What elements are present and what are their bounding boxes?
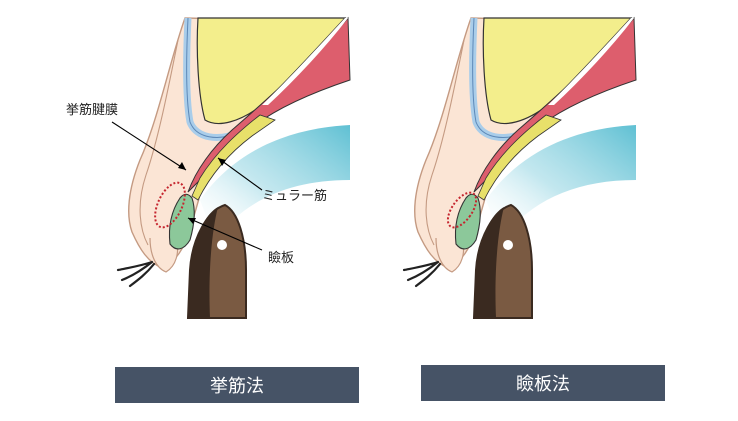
caption-left-method: 挙筋法 — [115, 367, 359, 403]
caption-left-text: 挙筋法 — [210, 376, 264, 397]
suture-loop-levator — [154, 181, 186, 229]
right-eyelid-panel — [404, 18, 636, 318]
left-eyelid-panel — [111, 18, 350, 318]
leader-muller-muscle — [217, 157, 263, 191]
label-levator-aponeurosis: 挙筋腱膜 — [66, 103, 119, 118]
suture-loop-tarsus — [446, 191, 478, 229]
caption-right-method: 瞼板法 — [421, 365, 665, 401]
label-tarsus: 瞼板 — [268, 251, 295, 266]
leader-tarsus — [187, 217, 263, 251]
label-muller-muscle: ミュラー筋 — [262, 189, 328, 204]
leader-levator-aponeurosis — [111, 121, 187, 171]
caption-right-text: 瞼板法 — [516, 374, 570, 395]
